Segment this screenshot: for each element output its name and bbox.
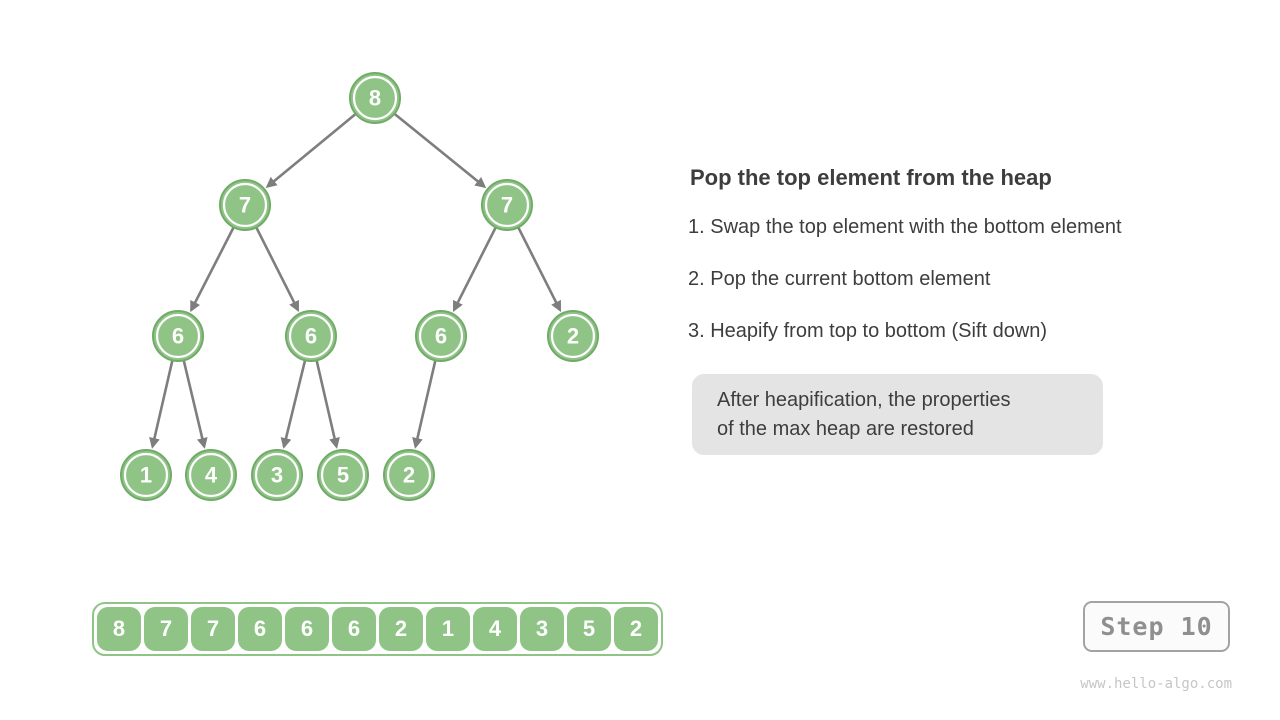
- instruction-step-1: 1. Swap the top element with the bottom …: [688, 216, 1122, 238]
- tree-node-1: 7: [219, 179, 271, 231]
- array-cell-0: 8: [97, 607, 141, 651]
- tree-edge: [190, 225, 236, 313]
- tree-edge: [315, 359, 340, 449]
- tree-edge: [392, 112, 487, 189]
- array-cell-5: 6: [332, 607, 376, 651]
- tree-node-circle: [317, 449, 369, 501]
- array-cell-2: 7: [191, 607, 235, 651]
- tree-edge: [412, 359, 437, 449]
- tree-node-value: 3: [271, 463, 283, 488]
- tree-node-6: 2: [547, 310, 599, 362]
- tree-node-value: 2: [403, 463, 415, 488]
- tree-edge: [182, 359, 208, 449]
- tree-node-circle: [185, 449, 237, 501]
- tree-node-value: 1: [140, 463, 152, 488]
- array-cell-3: 6: [238, 607, 282, 651]
- tree-node-inner-ring: [188, 452, 234, 498]
- tree-node-circle: [251, 449, 303, 501]
- tree-node-7: 1: [120, 449, 172, 501]
- array-cell-11: 2: [614, 607, 658, 651]
- watermark: www.hello-algo.com: [1080, 676, 1232, 692]
- array-cell-4: 6: [285, 607, 329, 651]
- tree-node-circle: [547, 310, 599, 362]
- tree-node-inner-ring: [418, 313, 464, 359]
- tree-node-value: 5: [337, 463, 349, 488]
- tree-node-value: 8: [369, 86, 381, 111]
- tree-edge: [149, 359, 174, 449]
- tree-node-circle: [481, 179, 533, 231]
- tree-node-inner-ring: [550, 313, 596, 359]
- tree-node-circle: [219, 179, 271, 231]
- tree-node-value: 6: [435, 324, 447, 349]
- note-line-2: of the max heap are restored: [717, 417, 974, 440]
- tree-edge: [254, 225, 300, 313]
- instruction-step-3: 3. Heapify from top to bottom (Sift down…: [688, 320, 1048, 342]
- array-cell-8: 4: [473, 607, 517, 651]
- tree-node-inner-ring: [155, 313, 201, 359]
- tree-node-value: 2: [567, 324, 579, 349]
- array-cell-7: 1: [426, 607, 470, 651]
- tree-node-value: 4: [205, 463, 218, 488]
- step-indicator-label: Step 10: [1100, 612, 1213, 641]
- tree-node-2: 7: [481, 179, 533, 231]
- note-line-1: After heapification, the properties: [717, 389, 1011, 411]
- array-cell-10: 5: [567, 607, 611, 651]
- tree-node-4: 6: [285, 310, 337, 362]
- note-box: After heapification, the properties of t…: [692, 374, 1103, 455]
- tree-edge: [516, 225, 562, 313]
- tree-node-inner-ring: [254, 452, 300, 498]
- tree-node-value: 6: [305, 324, 317, 349]
- tree-edge: [452, 225, 498, 313]
- tree-node-circle: [383, 449, 435, 501]
- tree-node-circle: [415, 310, 467, 362]
- tree-node-circle: [349, 72, 401, 124]
- tree-node-0: 8: [349, 72, 401, 124]
- tree-node-inner-ring: [484, 182, 530, 228]
- tree-node-inner-ring: [288, 313, 334, 359]
- tree-edge: [280, 358, 307, 449]
- tree-node-3: 6: [152, 310, 204, 362]
- tree-edge: [265, 112, 358, 188]
- instruction-step-2: 2. Pop the current bottom element: [688, 268, 991, 290]
- tree-node-8: 4: [185, 449, 237, 501]
- tree-node-circle: [120, 449, 172, 501]
- tree-node-circle: [285, 310, 337, 362]
- panel-title: Pop the top element from the heap: [690, 165, 1052, 190]
- tree-node-inner-ring: [123, 452, 169, 498]
- tree-node-inner-ring: [386, 452, 432, 498]
- array-cell-1: 7: [144, 607, 188, 651]
- tree-node-5: 6: [415, 310, 467, 362]
- array-cell-9: 3: [520, 607, 564, 651]
- tree-node-10: 5: [317, 449, 369, 501]
- array-cell-6: 2: [379, 607, 423, 651]
- tree-node-11: 2: [383, 449, 435, 501]
- tree-node-inner-ring: [320, 452, 366, 498]
- tree-node-circle: [152, 310, 204, 362]
- tree-node-value: 7: [501, 193, 513, 218]
- step-indicator: Step 10: [1083, 601, 1230, 652]
- tree-node-inner-ring: [222, 182, 268, 228]
- tree-node-inner-ring: [352, 75, 398, 121]
- tree-node-value: 7: [239, 193, 251, 218]
- tree-node-value: 6: [172, 324, 184, 349]
- tree-node-9: 3: [251, 449, 303, 501]
